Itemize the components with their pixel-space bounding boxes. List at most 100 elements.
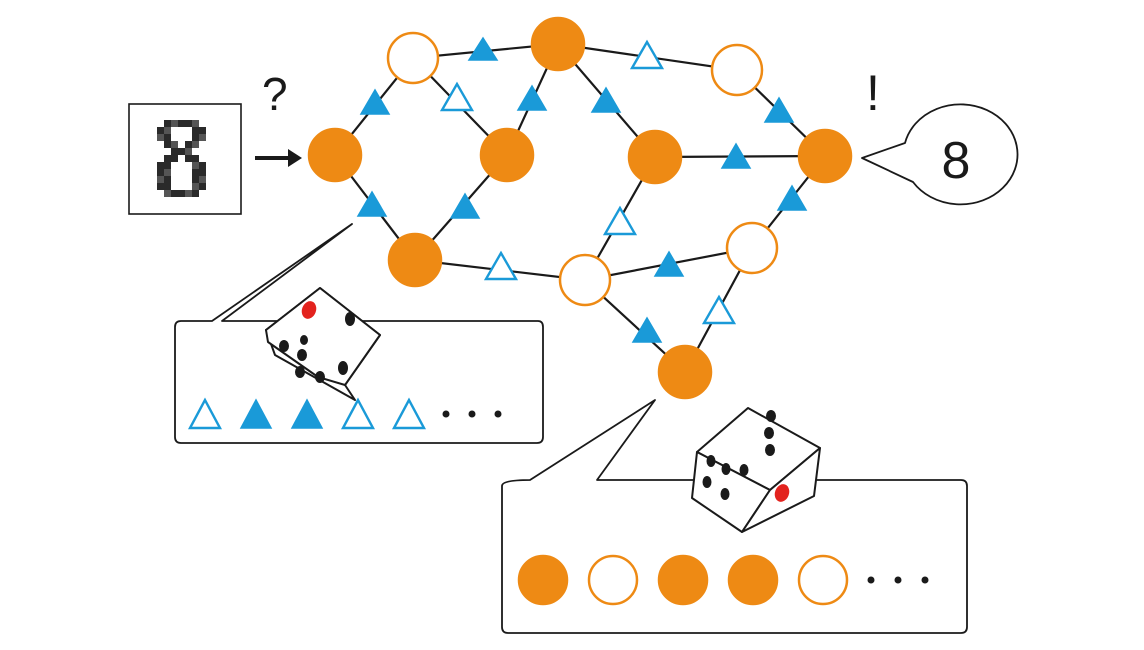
- triangle-empty: [340, 397, 376, 430]
- pixel: [164, 127, 171, 134]
- circle-empty: [587, 554, 639, 606]
- pixel: [157, 127, 164, 134]
- pixel: [171, 190, 178, 197]
- pixel: [178, 120, 185, 127]
- triangle-filled: [449, 192, 481, 219]
- pixel: [192, 169, 199, 176]
- pixel: [178, 190, 185, 197]
- pixel: [192, 183, 199, 190]
- triangle-filled: [590, 86, 622, 113]
- pixel: [192, 127, 199, 134]
- pixel: [164, 169, 171, 176]
- pixel: [192, 141, 199, 148]
- pixel: [164, 190, 171, 197]
- neuron-callout: [501, 399, 968, 634]
- pixel: [185, 155, 192, 162]
- pixel: [164, 162, 171, 169]
- output-speech-bubble: 8: [861, 103, 1019, 206]
- question-mark: ?: [262, 68, 288, 120]
- edge-mid-chain: [412, 41, 826, 159]
- pixel: [199, 134, 206, 141]
- node-filled: [307, 127, 363, 183]
- pixel: [185, 120, 192, 127]
- circle-filled: [657, 554, 709, 606]
- triangle-filled: [290, 398, 324, 429]
- pixel: [157, 134, 164, 141]
- triangle-empty: [391, 397, 427, 430]
- node-filled: [627, 129, 683, 185]
- triangle-empty: [701, 294, 737, 325]
- pixel: [199, 176, 206, 183]
- triangle-filled: [516, 84, 548, 111]
- triangle-filled: [356, 190, 388, 217]
- pixel: [199, 127, 206, 134]
- triangle-filled: [467, 36, 499, 61]
- node-empty: [725, 221, 779, 275]
- pixel: [157, 169, 164, 176]
- pixel: [192, 162, 199, 169]
- pixel: [171, 148, 178, 155]
- node-filled-output: [797, 128, 853, 184]
- exclamation-mark: !: [866, 65, 880, 121]
- pixel: [185, 141, 192, 148]
- circle-filled: [517, 554, 569, 606]
- arrow-right-icon: [255, 149, 302, 167]
- node-filled: [479, 127, 535, 183]
- triangle-filled: [359, 88, 391, 115]
- pixel: [164, 176, 171, 183]
- pixel-digit-icon: [157, 120, 206, 197]
- input-digit-box: [128, 103, 242, 215]
- pixel: [164, 183, 171, 190]
- dice-pip-red: [301, 301, 317, 319]
- dice-icon: [691, 407, 821, 533]
- pixel: [157, 183, 164, 190]
- triangle-empty: [602, 205, 638, 236]
- pixel: [164, 134, 171, 141]
- node-filled: [530, 16, 586, 72]
- node-empty: [710, 43, 764, 97]
- triangle-filled: [776, 184, 808, 211]
- pixel: [171, 155, 178, 162]
- triangle-empty: [483, 250, 519, 281]
- pixel: [199, 162, 206, 169]
- pixel: [199, 183, 206, 190]
- pixel: [185, 148, 192, 155]
- circle-empty: [797, 554, 849, 606]
- dice-pip-red: [774, 484, 790, 502]
- node-filled: [657, 344, 713, 400]
- triangle-filled: [239, 398, 273, 429]
- pixel: [192, 155, 199, 162]
- triangle-sequence: [187, 397, 427, 430]
- circle-filled: [727, 554, 779, 606]
- triangle-empty: [439, 81, 475, 112]
- pixel: [164, 141, 171, 148]
- synapse-triangles: [356, 36, 808, 343]
- pixel: [171, 141, 178, 148]
- triangle-filled: [631, 316, 663, 343]
- ellipsis-icon: [442, 410, 502, 418]
- node-empty: [386, 31, 440, 85]
- pixel: [192, 176, 199, 183]
- node-empty: [558, 253, 612, 307]
- node-filled: [387, 232, 443, 288]
- triangle-filled: [653, 250, 685, 277]
- pixel: [185, 190, 192, 197]
- pixel: [171, 120, 178, 127]
- output-bubble-shape: [861, 103, 1019, 206]
- pixel: [199, 169, 206, 176]
- triangle-empty: [629, 39, 665, 70]
- triangle-empty: [187, 397, 223, 430]
- pixel: [164, 155, 171, 162]
- pixel: [164, 120, 171, 127]
- network-nodes: [307, 16, 853, 400]
- pixel: [157, 176, 164, 183]
- pixel: [178, 148, 185, 155]
- circle-sequence: [517, 554, 849, 606]
- triangle-filled: [720, 142, 752, 169]
- pixel: [192, 134, 199, 141]
- pixel: [192, 190, 199, 197]
- synapse-callout: [174, 223, 544, 444]
- triangle-filled: [763, 96, 795, 123]
